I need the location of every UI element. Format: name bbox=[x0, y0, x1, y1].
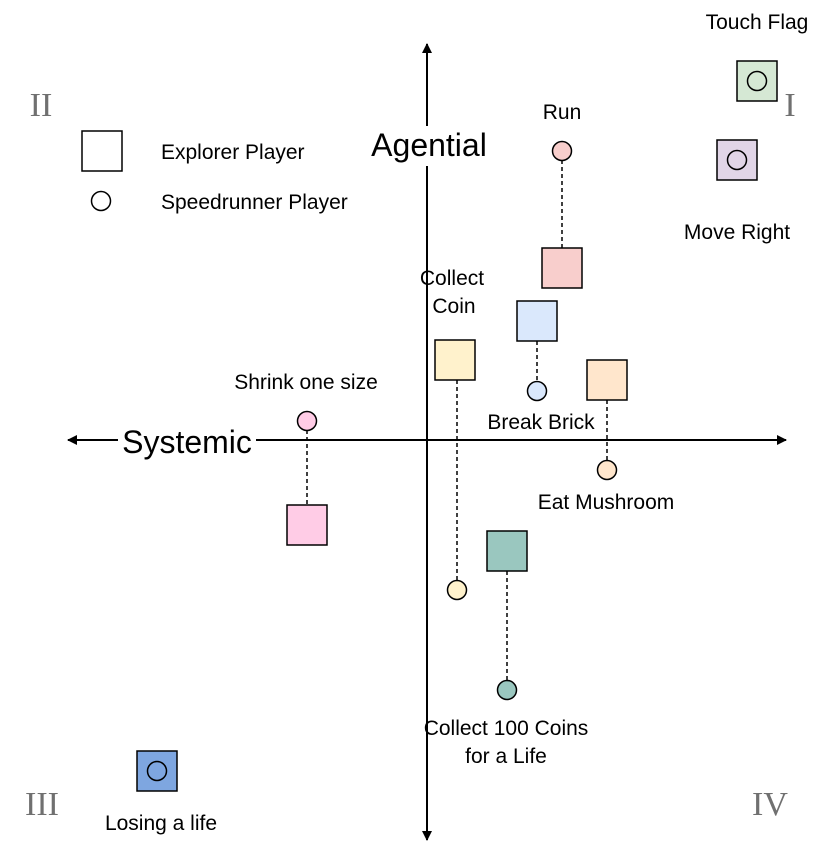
touch-flag-label: Touch Flag bbox=[706, 11, 809, 34]
break-brick-speedrunner-circle bbox=[526, 380, 548, 402]
collect-coin-explorer-square bbox=[434, 339, 476, 381]
quadrant-ii-label: II bbox=[30, 87, 53, 124]
touch-flag-speedrunner-circle bbox=[746, 70, 768, 92]
run-explorer-square bbox=[541, 247, 583, 289]
losing-life-label: Losing a life bbox=[105, 812, 217, 835]
collect-100-label-line2: for a Life bbox=[465, 745, 547, 768]
run-label: Run bbox=[543, 101, 582, 124]
collect-100-explorer-square bbox=[486, 530, 528, 572]
eat-mushroom-label: Eat Mushroom bbox=[538, 491, 675, 514]
quadrant-iii-label: III bbox=[25, 786, 59, 823]
eat-mushroom-explorer-square bbox=[586, 359, 628, 401]
losing-life-speedrunner-circle bbox=[146, 760, 168, 782]
agential-axis-label: Agential bbox=[371, 127, 487, 163]
shrink-label: Shrink one size bbox=[234, 371, 378, 394]
break-brick-explorer-square bbox=[516, 300, 558, 342]
collect-coin-speedrunner-circle bbox=[446, 579, 468, 601]
move-right-label: Move Right bbox=[684, 221, 790, 244]
systemic-axis-label: Systemic bbox=[122, 424, 252, 460]
break-brick-label: Break Brick bbox=[487, 411, 595, 434]
quadrant-i-label: I bbox=[784, 87, 795, 124]
collect-coin-label-line2: Coin bbox=[432, 295, 475, 318]
legend-explorer-label: Explorer Player bbox=[161, 141, 305, 164]
legend-explorer-square bbox=[81, 130, 123, 172]
systemic-label-bg bbox=[118, 420, 256, 460]
run-speedrunner-circle bbox=[551, 140, 573, 162]
legend-speedrunner-label: Speedrunner Player bbox=[161, 191, 348, 214]
legend-speedrunner-circle bbox=[90, 190, 112, 212]
collect-100-label-line1: Collect 100 Coins bbox=[424, 717, 589, 740]
shrink-speedrunner-circle bbox=[296, 410, 318, 432]
shrink-explorer-square bbox=[286, 504, 328, 546]
agential-label-bg bbox=[368, 126, 490, 166]
quadrant-iv-label: IV bbox=[752, 786, 788, 823]
eat-mushroom-speedrunner-circle bbox=[596, 459, 618, 481]
collect-coin-label-line1: Collect bbox=[420, 267, 484, 290]
move-right-speedrunner-circle bbox=[726, 149, 748, 171]
collect-100-speedrunner-circle bbox=[496, 679, 518, 701]
